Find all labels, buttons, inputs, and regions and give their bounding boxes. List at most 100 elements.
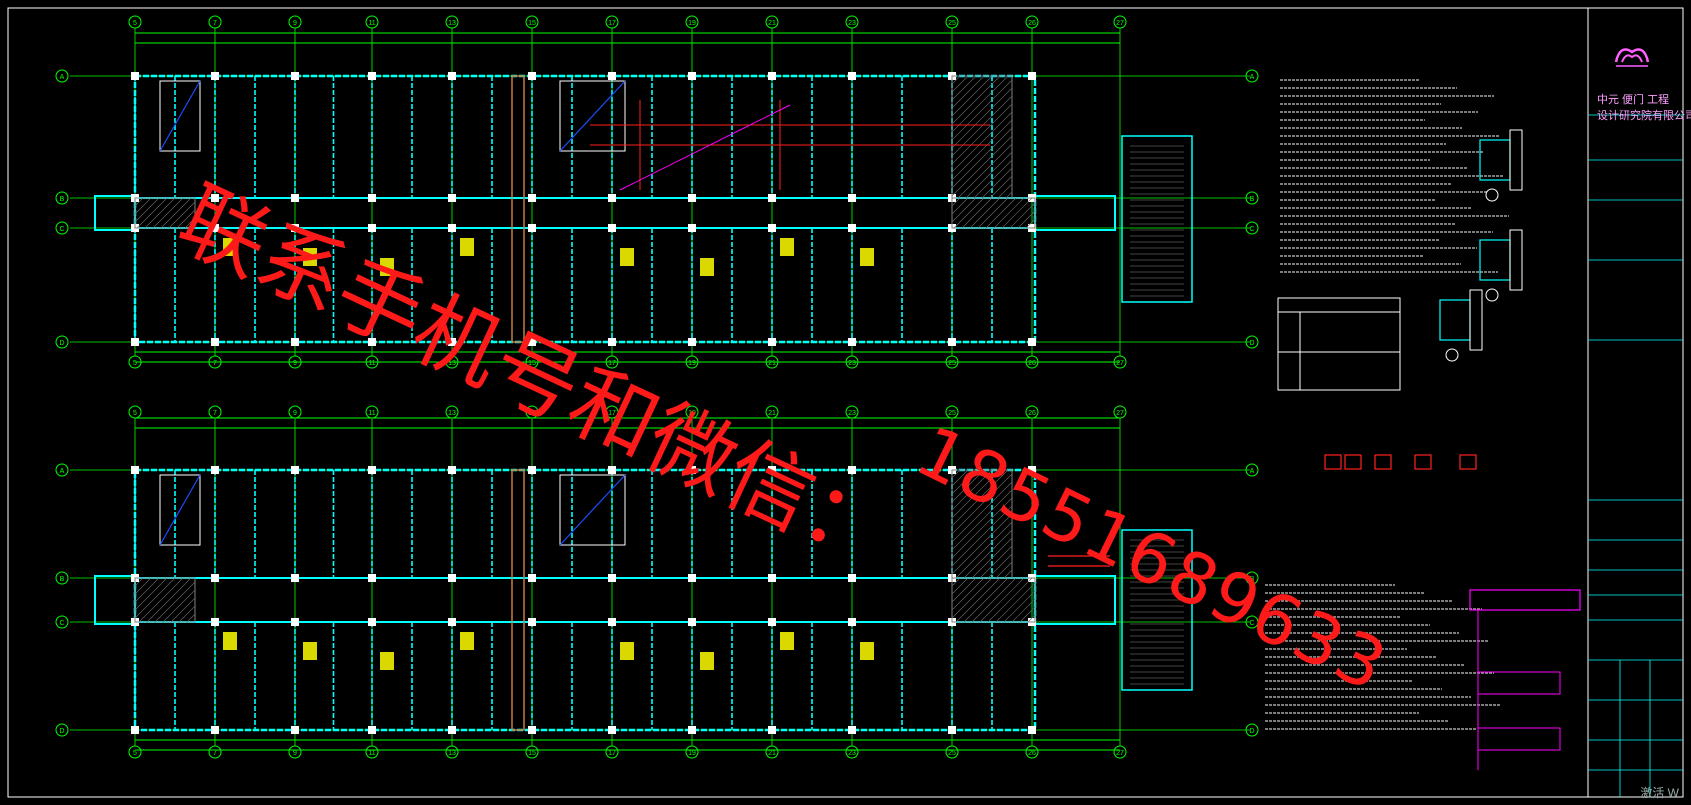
grid-axis-bubble xyxy=(208,405,222,419)
grid-axis-label: 5 xyxy=(133,410,137,417)
title-block xyxy=(1588,114,1683,797)
activation-tag: 激活 W xyxy=(1640,786,1679,800)
grid-axis-bubble xyxy=(1245,723,1259,737)
grid-axis-bubble xyxy=(1245,69,1259,83)
beam-tag xyxy=(460,632,474,650)
grid-axis-label: 27 xyxy=(1116,20,1124,27)
grid-axis-label: 9 xyxy=(293,20,297,27)
grid-axis-label: 21 xyxy=(768,750,776,757)
grid-axis-label: 19 xyxy=(688,750,696,757)
grid-axis-label: 7 xyxy=(213,750,217,757)
grid-axis-label: C xyxy=(1249,226,1254,233)
column-section xyxy=(1414,454,1432,470)
grid-axis-label: 26 xyxy=(1028,410,1036,417)
grid-axis-bubble xyxy=(128,745,142,759)
grid-axis-label: 13 xyxy=(448,360,456,367)
grid-axis-bubble xyxy=(765,405,779,419)
grid-axis-label: 7 xyxy=(213,410,217,417)
grid-axis-bubble xyxy=(945,15,959,29)
grid-axis-bubble xyxy=(845,405,859,419)
grid-axis-label: 21 xyxy=(768,20,776,27)
company-name-line1: 中元 便门 工程 xyxy=(1597,94,1670,106)
schedule-table xyxy=(1277,297,1401,391)
beam-tag xyxy=(700,258,714,276)
beam-tag xyxy=(303,642,317,660)
grid-axis-label: 13 xyxy=(448,750,456,757)
grid-axis-label: C xyxy=(1249,620,1254,627)
beam-tag xyxy=(620,642,634,660)
grid-axis-label: 26 xyxy=(1028,20,1036,27)
section-detail xyxy=(1439,299,1471,341)
grid-axis-bubble xyxy=(945,355,959,369)
grid-axis-bubble xyxy=(55,463,69,477)
grid-axis-label: B xyxy=(60,576,65,583)
beam-tag xyxy=(303,248,317,266)
grid-axis-bubble xyxy=(685,745,699,759)
grid-axis-label: 5 xyxy=(133,750,137,757)
grid-axis-bubble xyxy=(208,745,222,759)
grid-axis-label: 21 xyxy=(768,410,776,417)
grid-axis-bubble xyxy=(525,15,539,29)
beam-tag xyxy=(700,652,714,670)
grid-axis-label: 15 xyxy=(528,750,536,757)
beam-tag xyxy=(620,248,634,266)
grid-axis-bubble xyxy=(605,405,619,419)
grid-axis-bubble xyxy=(685,355,699,369)
hatched-area xyxy=(134,577,196,623)
grid-axis-bubble xyxy=(1113,405,1127,419)
grid-axis-label: 9 xyxy=(293,410,297,417)
grid-axis-bubble xyxy=(55,571,69,585)
grid-axis-bubble xyxy=(945,745,959,759)
column-section xyxy=(1459,454,1477,470)
grid-axis-label: 5 xyxy=(133,20,137,27)
grid-axis-bubble xyxy=(365,15,379,29)
grid-axis-label: 23 xyxy=(848,360,856,367)
grid-axis-bubble xyxy=(208,355,222,369)
grid-axis-label: D xyxy=(59,340,64,347)
grid-axis-bubble xyxy=(845,745,859,759)
beam-tag xyxy=(860,642,874,660)
grid-axis-bubble xyxy=(1113,355,1127,369)
grid-axis-label: B xyxy=(60,196,65,203)
column-section xyxy=(1344,454,1362,470)
grid-axis-label: 25 xyxy=(948,750,956,757)
grid-axis-bubble xyxy=(208,15,222,29)
detail-drawings xyxy=(1265,79,1581,770)
column-section xyxy=(1324,454,1342,470)
grid-axis-bubble xyxy=(685,405,699,419)
beam-tag xyxy=(380,258,394,276)
company-name: 中元 便门 工程 设计研究院有限公司 xyxy=(1597,92,1691,124)
grid-axis-bubble xyxy=(765,745,779,759)
grid-axis-bubble xyxy=(1245,463,1259,477)
grid-axis-label: 26 xyxy=(1028,750,1036,757)
grid-axis-label: A xyxy=(60,74,65,81)
grid-axis-label: C xyxy=(59,620,64,627)
grid-axis-bubble xyxy=(365,745,379,759)
grid-axis-label: 23 xyxy=(848,20,856,27)
grid-axis-label: 25 xyxy=(948,360,956,367)
grid-axis-bubble xyxy=(365,355,379,369)
grid-axis-label: 9 xyxy=(293,360,297,367)
grid-axis-label: 26 xyxy=(1028,360,1036,367)
company-name-line2: 设计研究院有限公司 xyxy=(1597,110,1691,122)
drawing-frame xyxy=(7,7,1684,798)
hatched-area xyxy=(951,469,1013,579)
beam-tag xyxy=(780,238,794,256)
grid-axis-label: A xyxy=(1250,468,1255,475)
grid-axis-bubble xyxy=(605,745,619,759)
grid-axis-bubble xyxy=(55,615,69,629)
grid-axis-bubble xyxy=(1245,571,1259,585)
grid-axis-bubble xyxy=(1113,15,1127,29)
grid-axis-label: D xyxy=(1249,728,1254,735)
grid-axis-label: 17 xyxy=(608,20,616,27)
beam-tag xyxy=(223,632,237,650)
grid-axis-label: D xyxy=(59,728,64,735)
grid-axis-label: B xyxy=(1250,576,1255,583)
grid-axis-label: A xyxy=(60,468,65,475)
grid-axis-bubble xyxy=(128,355,142,369)
grid-axis-bubble xyxy=(445,405,459,419)
grid-axis-bubble xyxy=(1245,615,1259,629)
grid-axis-label: 15 xyxy=(528,360,536,367)
grid-axis-bubble xyxy=(288,405,302,419)
grid-axis-bubble xyxy=(128,405,142,419)
